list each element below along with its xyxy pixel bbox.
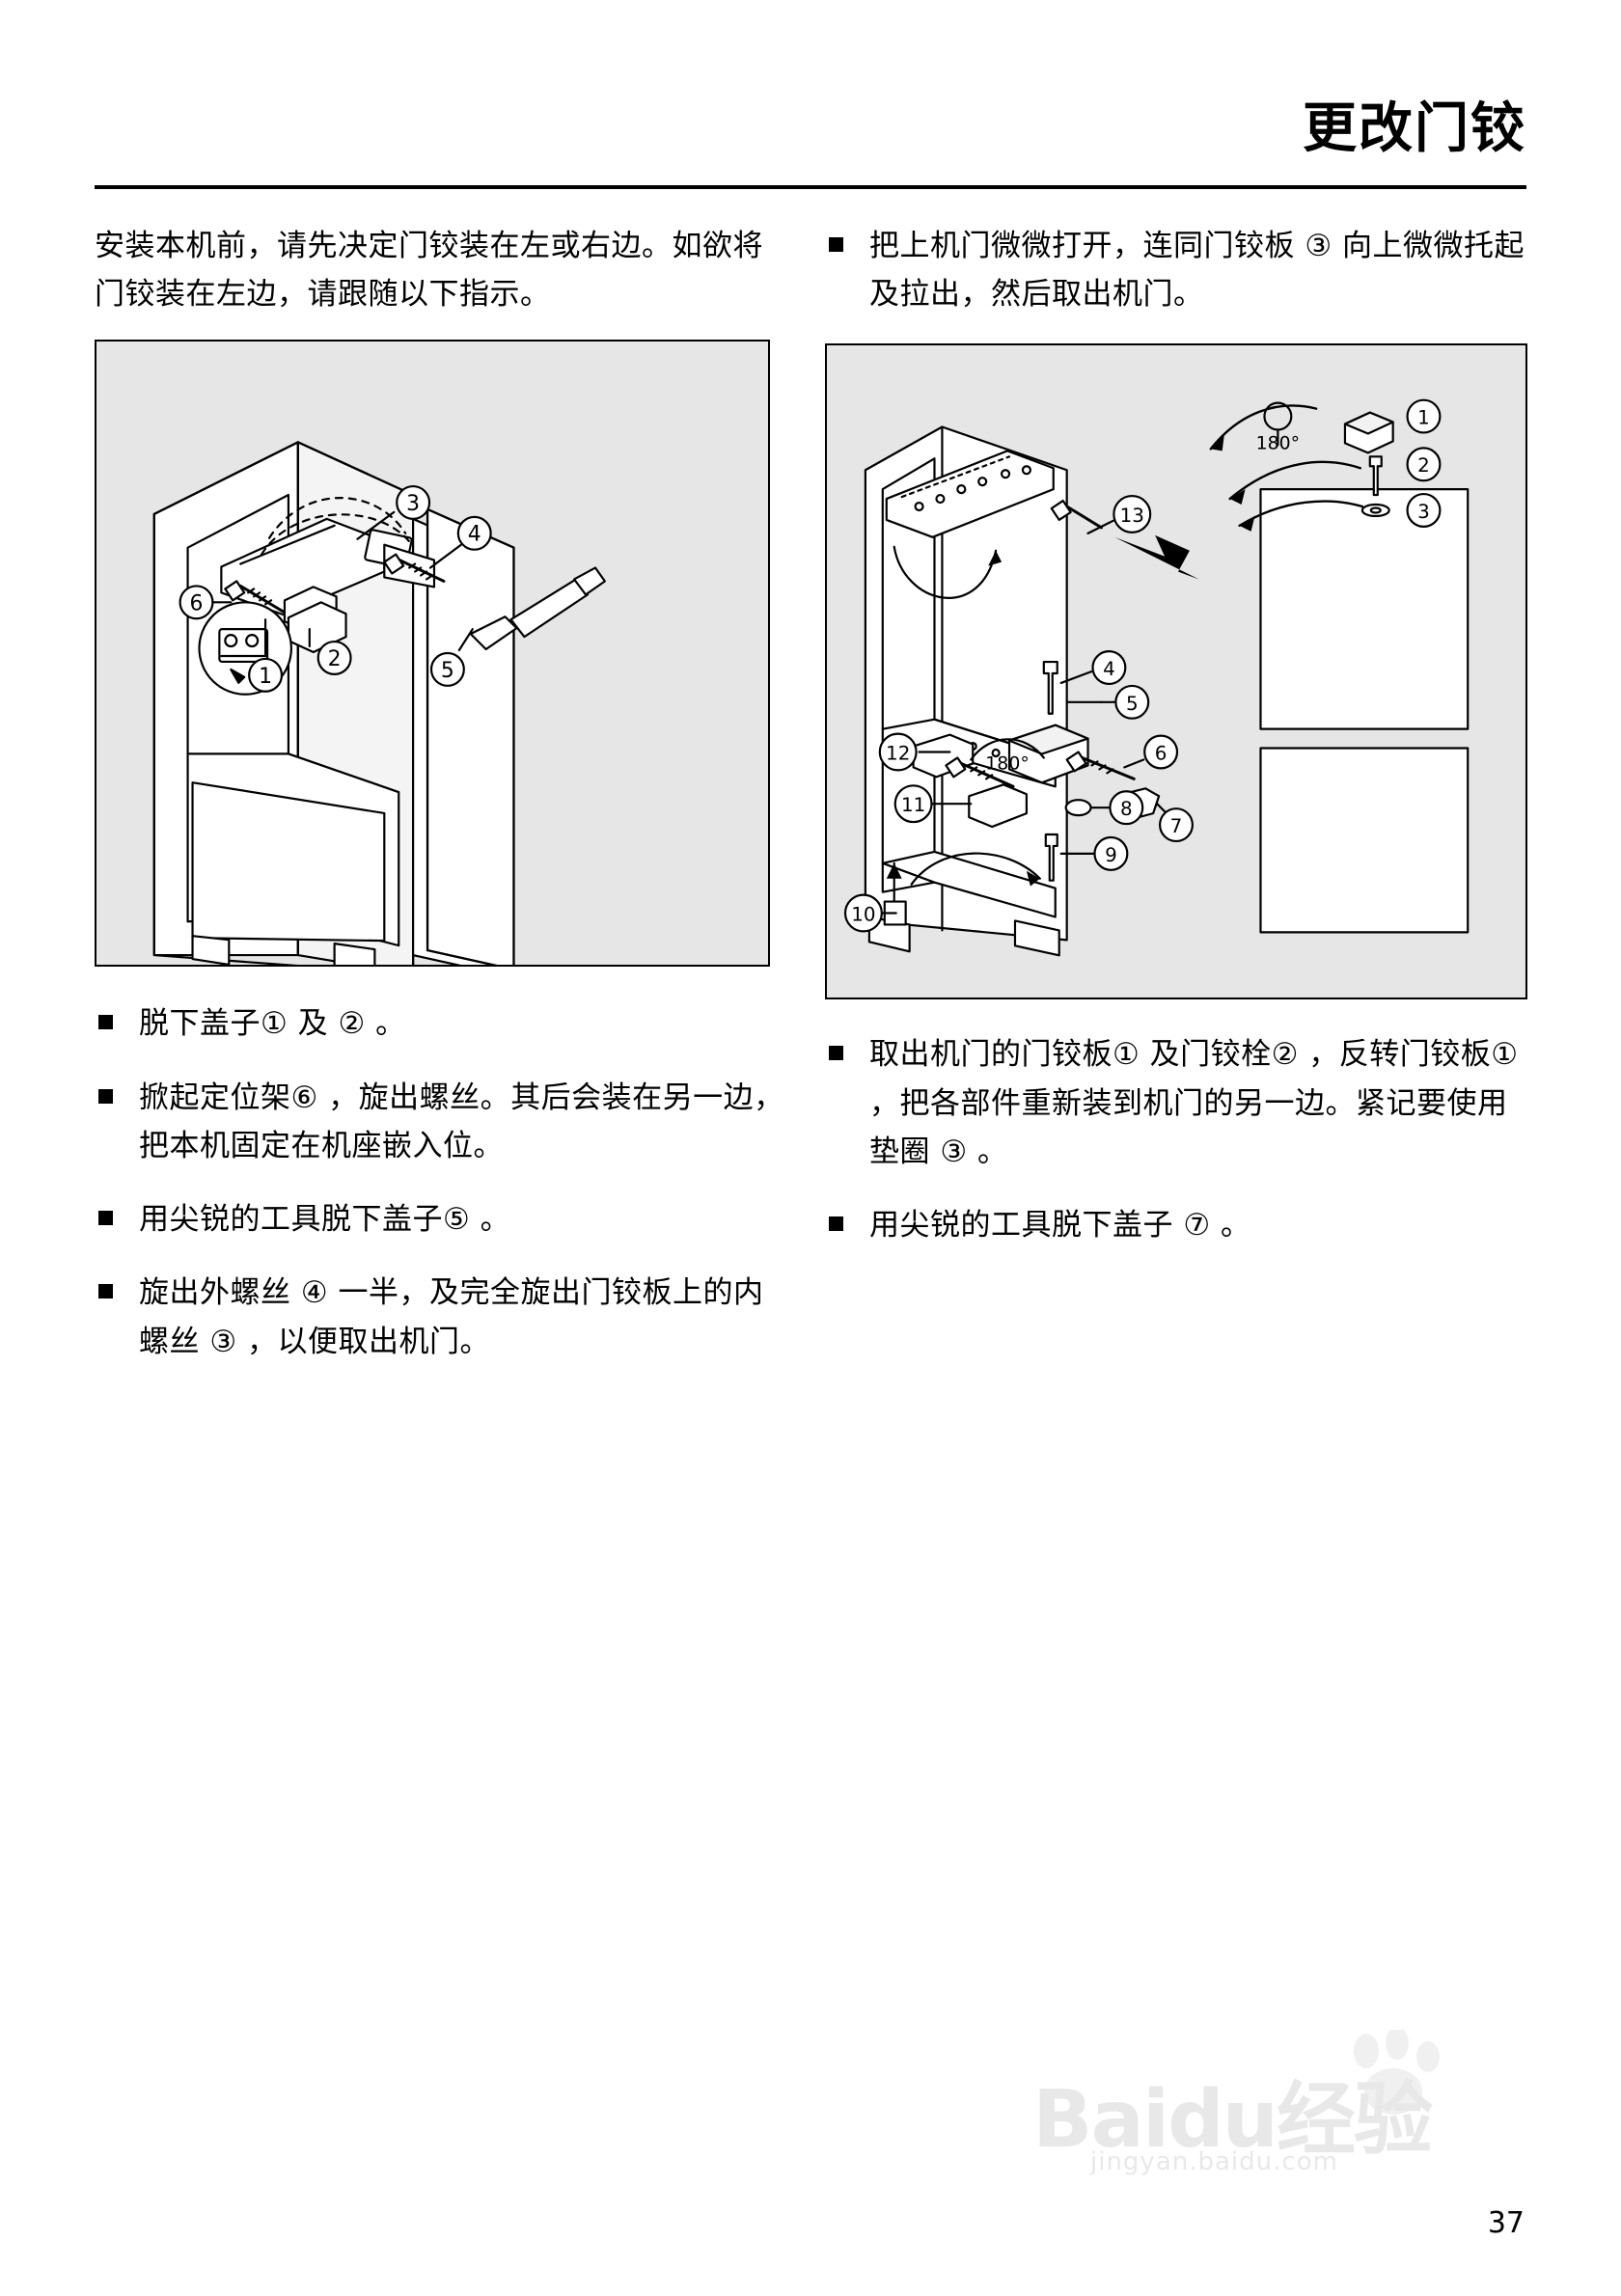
list-item-text: 旋出外螺丝 ④ 一半，及完全旋出门铰板上的内螺丝 ③ ，以便取出机门。 bbox=[139, 1275, 764, 1359]
callout-5: 5 bbox=[1126, 693, 1139, 715]
bullet-square-icon bbox=[829, 1046, 843, 1061]
right-column: 把上机门微微打开，连同门铰板 ③ 向上微微托起及拉出，然后取出机门。 bbox=[825, 222, 1527, 1274]
callout-1: 1 bbox=[1417, 407, 1430, 429]
list-item: 把上机门微微打开，连同门铰板 ③ 向上微微托起及拉出，然后取出机门。 bbox=[825, 222, 1527, 318]
list-item-text: 取出机门的门铰板① 及门铰栓② ，反转门铰板① ，把各部件重新装到机门的另一边。… bbox=[869, 1037, 1519, 1169]
list-item-text: 掀起定位架⑥ ，旋出螺丝。其后会装在另一边，把本机固定在机座嵌入位。 bbox=[139, 1080, 784, 1163]
bullet-square-icon bbox=[98, 1284, 113, 1299]
header-divider bbox=[95, 185, 1526, 189]
watermark-sub-text: jingyan.baidu.com bbox=[1090, 2147, 1338, 2176]
bullet-square-icon bbox=[829, 237, 843, 252]
callout-9: 9 bbox=[1105, 844, 1117, 866]
bullet-square-icon bbox=[829, 1216, 843, 1232]
callout-10: 10 bbox=[851, 904, 875, 926]
watermark-main-text: Baidu经验 bbox=[1032, 2074, 1433, 2166]
intro-paragraph: 安装本机前，请先决定门铰装在左或右边。如欲将门铰装在左边，请跟随以下指示。 bbox=[95, 229, 763, 313]
angle-label-middle: 180° bbox=[985, 753, 1029, 775]
list-item-text: 用尖锐的工具脱下盖子⑤ 。 bbox=[139, 1202, 511, 1238]
angle-label-top: 180° bbox=[1256, 433, 1300, 454]
callout-6: 6 bbox=[190, 592, 204, 616]
paw-icon bbox=[1354, 2030, 1440, 2115]
list-item: 用尖锐的工具脱下盖子 ⑦ 。 bbox=[825, 1201, 1527, 1249]
list-item: 用尖锐的工具脱下盖子⑤ 。 bbox=[95, 1195, 789, 1244]
page-number: 37 bbox=[1487, 2206, 1525, 2240]
callout-6: 6 bbox=[1155, 743, 1168, 765]
list-item: 取出机门的门铰板① 及门铰栓② ，反转门铰板① ，把各部件重新装到机门的另一边。… bbox=[825, 1030, 1527, 1176]
callout-3: 3 bbox=[406, 492, 420, 516]
hinge-reversal-diagram: 180° 180° 1 2 3 13 4 5 6 bbox=[825, 343, 1527, 1000]
left-column: 安装本机前，请先决定门铰装在左或右边。如欲将门铰装在左边，请跟随以下指示。 bbox=[95, 222, 789, 1391]
callout-2: 2 bbox=[328, 647, 342, 671]
callout-13: 13 bbox=[1120, 505, 1144, 527]
callout-1: 1 bbox=[259, 665, 272, 689]
callout-3: 3 bbox=[1417, 501, 1430, 523]
callout-2: 2 bbox=[1417, 455, 1430, 478]
bullet-square-icon bbox=[98, 1211, 113, 1226]
list-item: 旋出外螺丝 ④ 一半，及完全旋出门铰板上的内螺丝 ③ ，以便取出机门。 bbox=[95, 1269, 789, 1365]
callout-12: 12 bbox=[886, 743, 910, 765]
callout-5: 5 bbox=[441, 659, 454, 683]
callout-7: 7 bbox=[1170, 815, 1183, 837]
callout-4: 4 bbox=[1103, 658, 1115, 680]
list-item: 掀起定位架⑥ ，旋出螺丝。其后会装在另一边，把本机固定在机座嵌入位。 bbox=[95, 1074, 789, 1170]
door-hinge-removal-diagram: 3 4 6 2 1 5 bbox=[95, 340, 770, 968]
bullet-square-icon bbox=[98, 1088, 113, 1104]
list-item-text: 用尖锐的工具脱下盖子 ⑦ 。 bbox=[869, 1208, 1251, 1244]
list-item: 脱下盖子① 及 ② 。 bbox=[95, 999, 789, 1048]
callout-8: 8 bbox=[1120, 799, 1133, 821]
callout-11: 11 bbox=[901, 795, 925, 817]
callout-4: 4 bbox=[468, 523, 481, 547]
bullet-square-icon bbox=[98, 1015, 113, 1030]
baidu-watermark: Baidu经验 jingyan.baidu.com bbox=[1032, 2030, 1476, 2190]
page-title: 更改门铰 bbox=[1303, 97, 1526, 160]
list-item-text: 脱下盖子① 及 ② 。 bbox=[139, 1006, 406, 1042]
list-item-text: 把上机门微微打开，连同门铰板 ③ 向上微微托起及拉出，然后取出机门。 bbox=[869, 229, 1525, 313]
